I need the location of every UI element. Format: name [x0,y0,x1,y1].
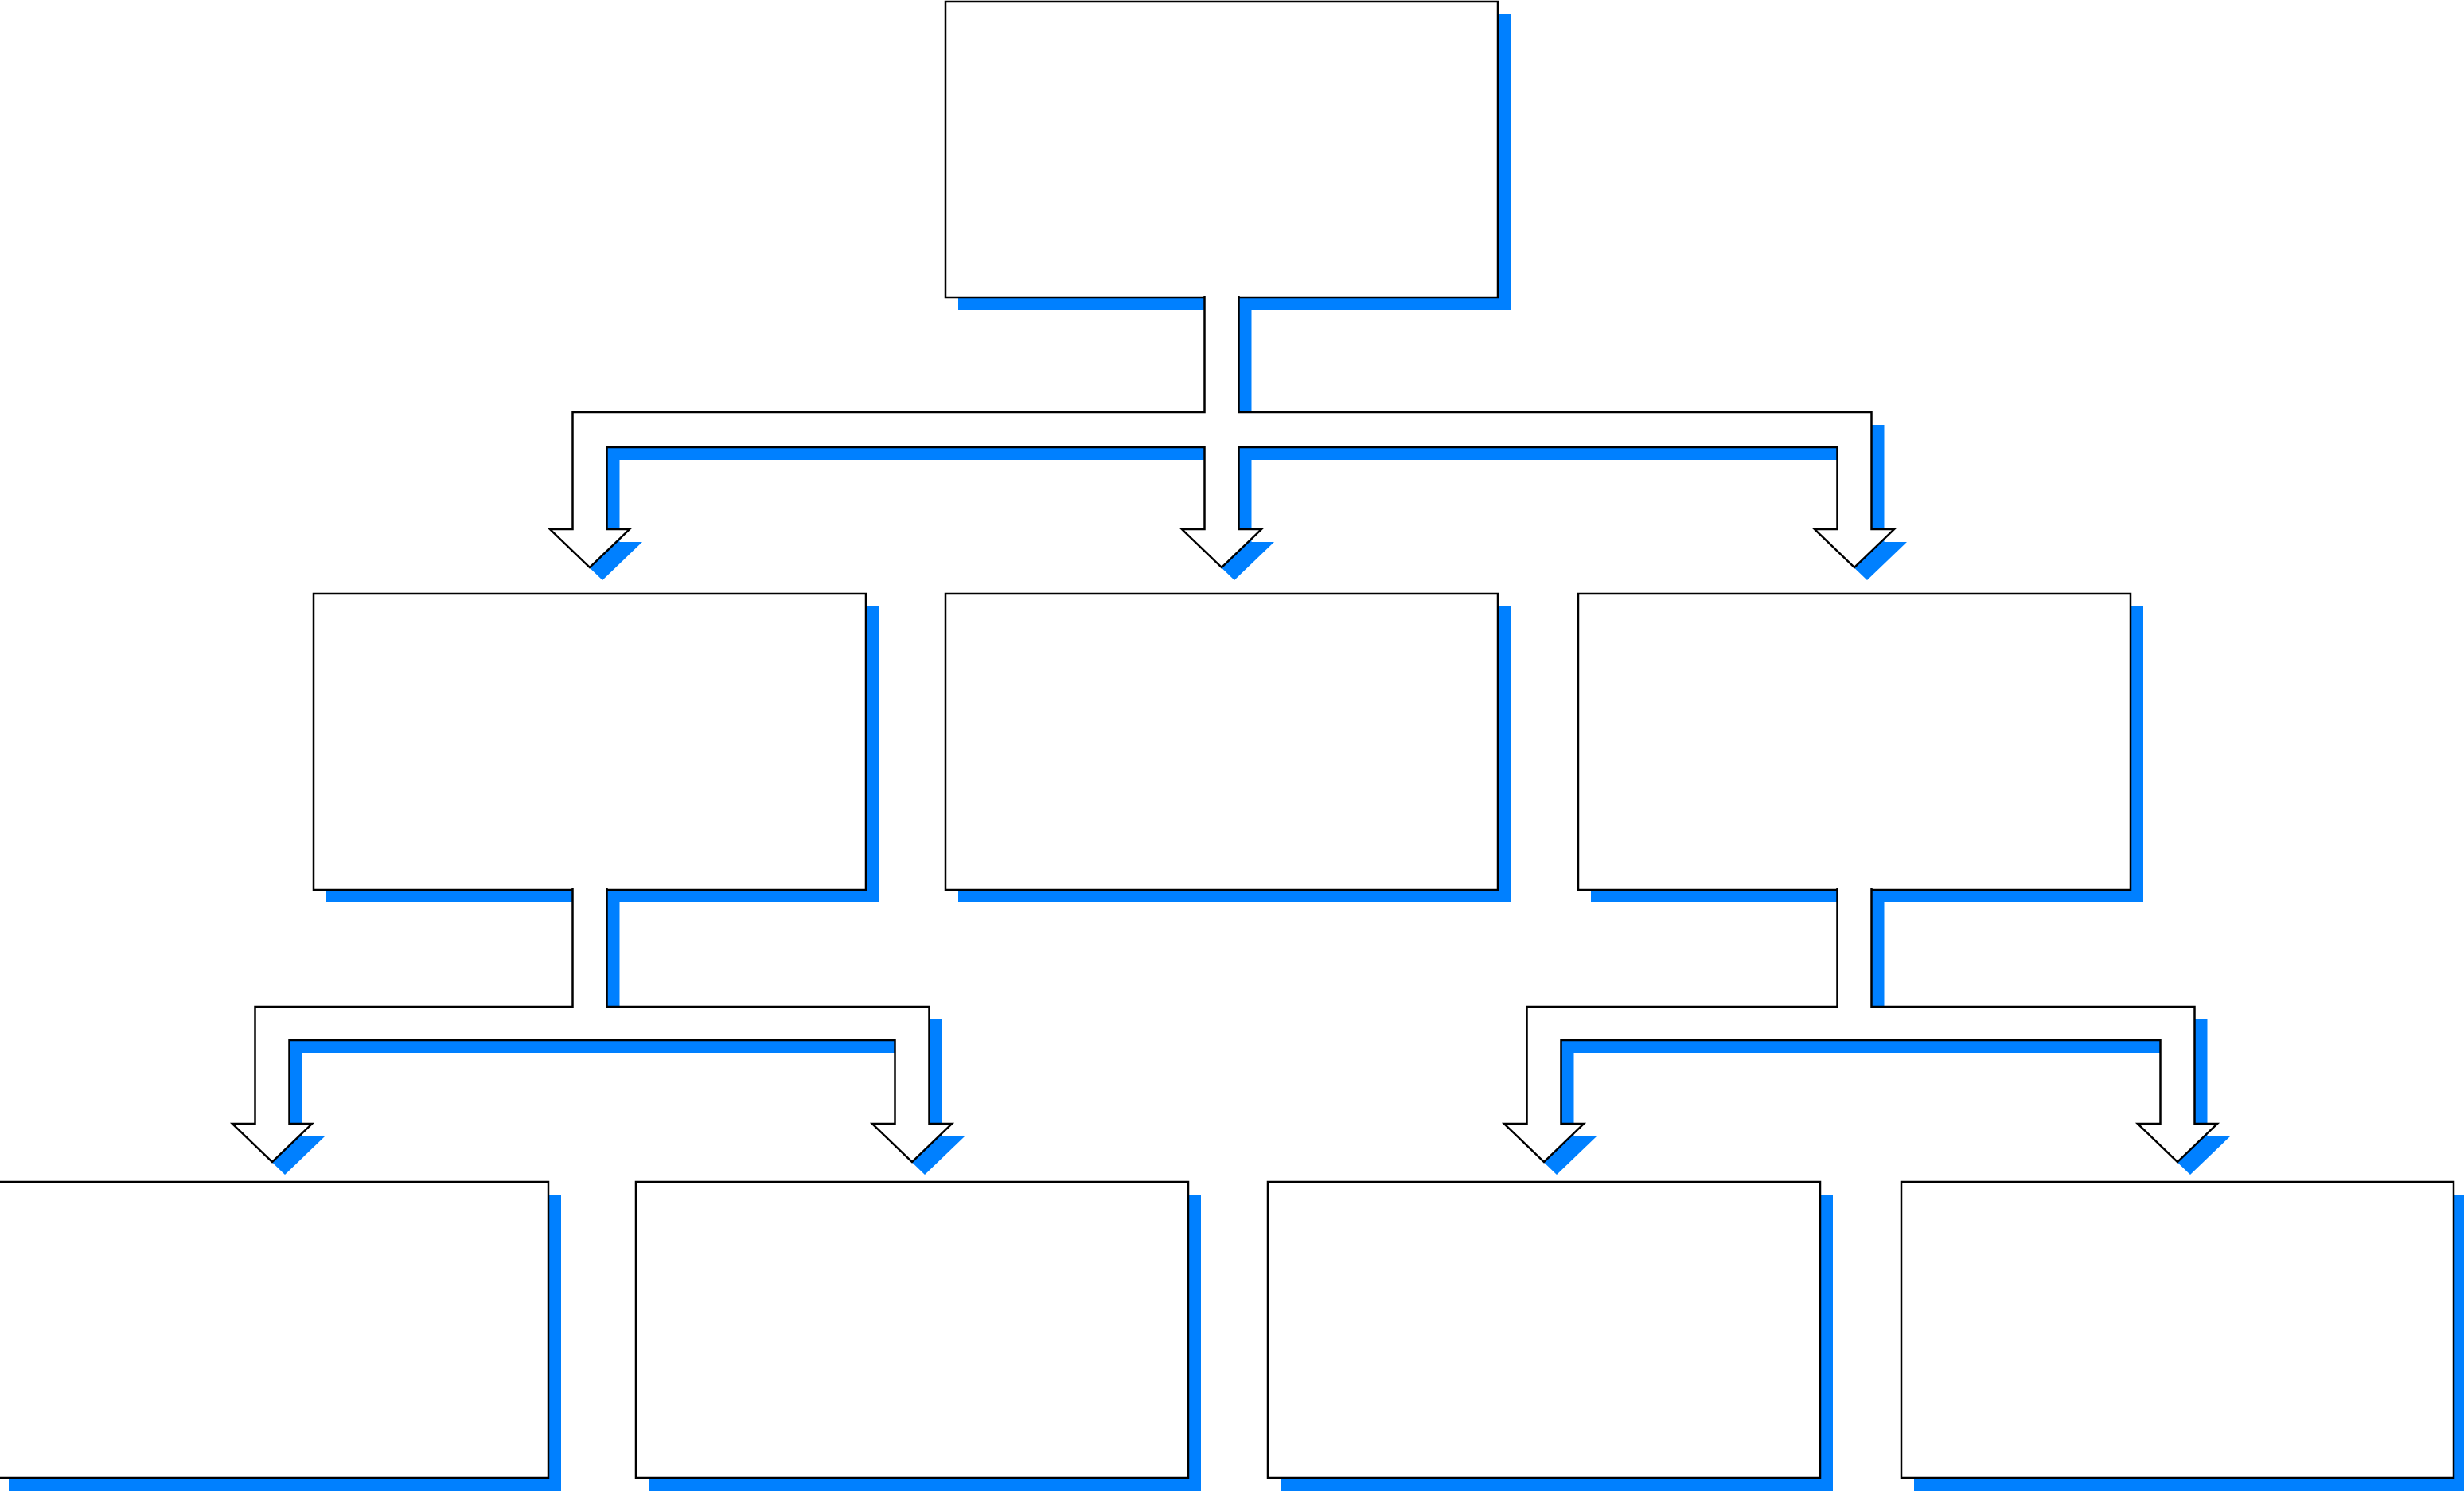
org-node-box-l3c [1266,1180,1822,1479]
org-node-box-root [944,0,1499,299]
org-node-box-l3d [1900,1180,2455,1479]
org-node-box-l3b [634,1180,1190,1479]
connector-arrows-root [547,296,1897,569]
org-node-box-l2a [312,592,867,891]
org-node-box-l2c [1577,592,2132,891]
org-node-box-l3a [0,1180,550,1479]
connector-arrows-l2c [1501,888,2220,1164]
connector-arrows-l2a [229,888,955,1164]
org-node-box-l2b [944,592,1499,891]
